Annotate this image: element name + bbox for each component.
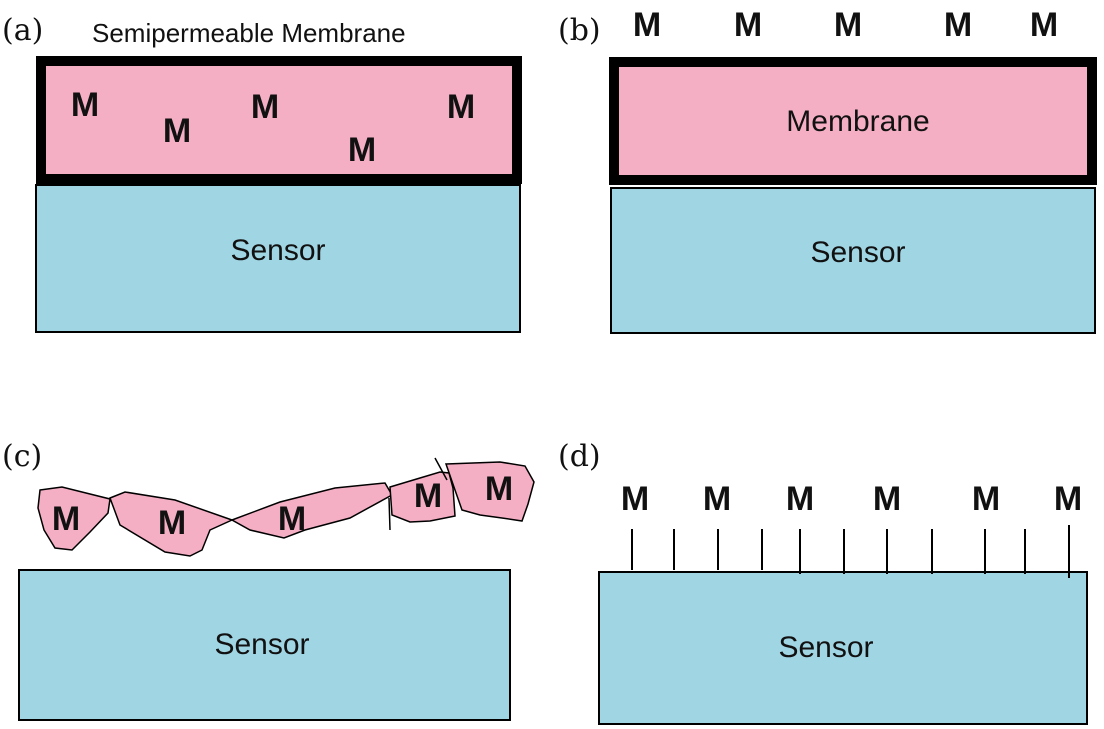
molecule-m: M (1054, 480, 1082, 518)
membrane-fragment (444, 461, 535, 522)
molecule-m: M (703, 480, 731, 518)
molecule-m: M (873, 480, 901, 518)
panel-d: (d) Sensor M M M M M M (558, 439, 1088, 725)
sensor-block (35, 184, 521, 333)
sensor-block (598, 571, 1088, 725)
molecule-m: M (972, 480, 1000, 518)
semipermeable-membrane-box (36, 56, 522, 184)
panel-b: (b) M M M M M Sensor Membrane (558, 6, 1097, 334)
panel-d-label: (d) (558, 439, 601, 474)
molecule-m: M (52, 500, 80, 538)
panel-c: (c) Sensor M M M M M (2, 439, 535, 721)
molecule-m: M (734, 6, 762, 44)
membrane-tear-line (388, 457, 448, 531)
molecule-m: M (447, 88, 475, 126)
molecule-m: M (621, 480, 649, 518)
sensor-label: Sensor (778, 631, 873, 664)
sensor-block (18, 569, 511, 721)
molecule-m: M (414, 477, 442, 515)
membrane-fragment (109, 491, 235, 557)
sensor-block (610, 187, 1096, 334)
panel-a-label: (a) (2, 13, 43, 48)
molecule-m: M (1030, 6, 1058, 44)
molecule-m: M (163, 112, 191, 150)
membrane-fragment (389, 471, 456, 523)
sensor-label: Sensor (810, 236, 905, 269)
sensor-label: Sensor (230, 234, 325, 267)
membrane-fragment (230, 482, 394, 539)
molecule-m: M (633, 6, 661, 44)
molecule-m: M (944, 6, 972, 44)
molecule-m: M (786, 480, 814, 518)
membrane-fragment (37, 486, 111, 551)
molecule-m: M (251, 88, 279, 126)
membrane-box (609, 57, 1097, 185)
molecule-m: M (485, 470, 513, 508)
panel-c-label: (c) (2, 439, 42, 474)
molecule-m: M (278, 500, 306, 538)
panel-a: (a) Semipermeable Membrane Sensor M M M … (2, 13, 522, 333)
molecule-m: M (158, 504, 186, 542)
semipermeable-membrane-caption: Semipermeable Membrane (92, 18, 406, 48)
molecule-m: M (834, 6, 862, 44)
molecule-m: M (348, 131, 376, 169)
tether-lines (631, 525, 1070, 578)
membrane-label: Membrane (786, 105, 929, 138)
sensor-label: Sensor (214, 628, 309, 661)
molecule-m: M (71, 86, 99, 124)
panel-b-label: (b) (558, 13, 601, 48)
